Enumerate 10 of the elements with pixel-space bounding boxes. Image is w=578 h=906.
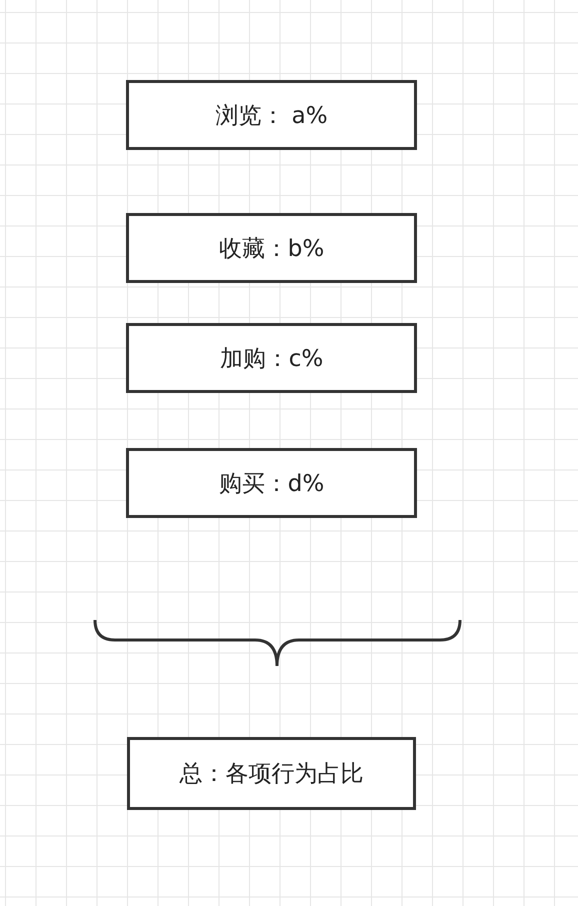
box-label: 总：各项行为占比 [180,760,364,789]
text-box [126,448,417,518]
box-label: 收藏：b% [218,234,324,264]
box-label: 浏览： a% [215,102,328,130]
text-box [127,737,416,810]
box-label: 加购：c% [220,344,324,374]
text-box [126,323,417,393]
text-box [126,80,417,150]
text-box [126,213,417,283]
box-label: 购买：d% [218,470,324,498]
